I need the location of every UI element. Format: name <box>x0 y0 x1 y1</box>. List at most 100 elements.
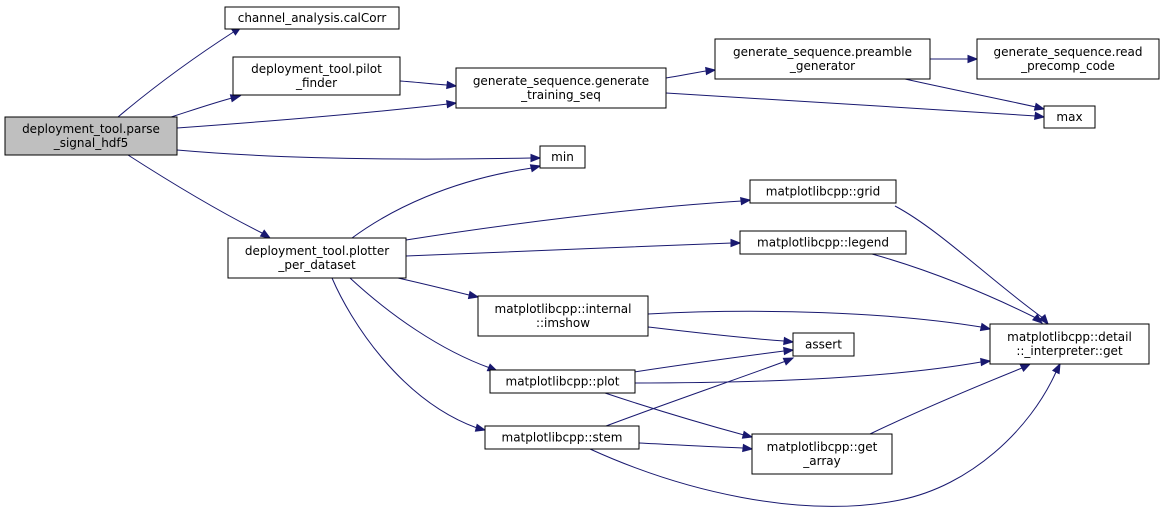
edge-line <box>904 78 1045 110</box>
node-label-line: _array <box>802 454 840 468</box>
edge-grid-to-interp <box>894 205 1049 326</box>
node-imshow[interactable]: matplotlibcpp::internal::imshow <box>477 295 649 337</box>
node-box[interactable] <box>976 38 1160 80</box>
arrowhead-icon <box>259 229 272 239</box>
node-box[interactable] <box>714 38 931 80</box>
edge-imshow-to-interp <box>647 310 992 332</box>
arrowhead-icon <box>229 94 242 103</box>
edge-line <box>397 277 479 298</box>
node-label-line: deployment_tool.plotter <box>245 244 389 258</box>
edge-line <box>405 199 751 241</box>
arrowhead-icon <box>782 357 795 366</box>
node-grid[interactable]: matplotlibcpp::grid <box>749 179 897 204</box>
node-box[interactable] <box>224 6 400 30</box>
node-box[interactable] <box>1043 105 1096 129</box>
arrowhead-icon <box>1051 362 1061 375</box>
edge-line <box>869 363 1031 435</box>
node-box[interactable] <box>751 433 893 475</box>
node-box[interactable] <box>232 56 401 96</box>
edge-parse-to-gentrain <box>176 99 458 129</box>
edge-preamble-to-max <box>904 78 1046 111</box>
node-legend[interactable]: matplotlibcpp::legend <box>739 230 907 255</box>
node-label-line: _per_dataset <box>277 258 356 272</box>
edge-line <box>665 92 1045 118</box>
node-label-line: matplotlibcpp::legend <box>757 236 889 250</box>
node-label-line: deployment_tool.pilot <box>251 62 382 76</box>
edge-line <box>871 253 1043 324</box>
node-preamble[interactable]: generate_sequence.preamble_generator <box>714 38 931 80</box>
edge-plot-to-assert <box>633 346 795 373</box>
node-box[interactable] <box>4 116 178 156</box>
arrowhead-icon <box>1033 102 1046 111</box>
node-label-line: matplotlibcpp::stem <box>502 431 623 445</box>
node-label-line: _training_seq <box>520 88 601 102</box>
node-pilot[interactable]: deployment_tool.pilot_finder <box>232 56 401 96</box>
arrowhead-icon <box>783 346 795 356</box>
edge-line <box>127 154 271 239</box>
node-box[interactable] <box>455 67 667 109</box>
edge-getarray-to-interp <box>869 363 1032 435</box>
edge-legend-to-interp <box>871 253 1044 324</box>
node-label-line: generate_sequence.generate <box>473 74 649 88</box>
edge-plotter-to-stem <box>331 277 487 432</box>
node-label-line: _generator <box>789 59 855 73</box>
node-calCorr[interactable]: channel_analysis.calCorr <box>224 6 400 30</box>
edge-line <box>351 165 541 239</box>
arrowhead-icon <box>529 164 542 173</box>
node-box[interactable] <box>477 295 649 337</box>
node-box[interactable] <box>484 425 640 450</box>
arrowhead-icon <box>1019 363 1032 373</box>
node-label-line: min <box>551 150 574 164</box>
node-label-line: _signal_hdf5 <box>53 136 129 150</box>
arrowhead-icon <box>530 153 542 163</box>
node-interp[interactable]: matplotlibcpp::detail::_interpreter::get <box>989 323 1150 365</box>
edge-line <box>349 277 498 372</box>
edge-plotter-to-grid <box>405 196 752 241</box>
node-plotter[interactable]: deployment_tool.plotter_per_dataset <box>227 237 407 279</box>
node-max[interactable]: max <box>1043 105 1096 129</box>
node-box[interactable] <box>989 323 1150 365</box>
node-box[interactable] <box>749 179 897 204</box>
node-getarray[interactable]: matplotlibcpp::get_array <box>751 433 893 475</box>
node-stem[interactable]: matplotlibcpp::stem <box>484 425 640 450</box>
edge-line <box>176 102 457 129</box>
arrowhead-icon <box>446 99 458 109</box>
node-label-line: matplotlibcpp::grid <box>766 185 880 199</box>
node-gentrain[interactable]: generate_sequence.generate_training_seq <box>455 67 667 109</box>
node-box[interactable] <box>539 145 586 169</box>
edge-line <box>405 242 740 257</box>
node-label-line: _precomp_code <box>1020 59 1115 73</box>
node-label-line: ::_interpreter::get <box>1016 344 1123 358</box>
node-readpre[interactable]: generate_sequence.read_precomp_code <box>976 38 1160 80</box>
edge-plotter-to-min <box>351 164 542 239</box>
edge-plotter-to-legend <box>405 238 742 257</box>
edge-line <box>638 442 753 450</box>
node-assert[interactable]: assert <box>792 332 855 357</box>
arrowhead-icon <box>980 357 992 367</box>
node-plot[interactable]: matplotlibcpp::plot <box>489 369 636 394</box>
edge-gentrain-to-preamble <box>665 66 717 79</box>
arrowhead-icon <box>474 423 487 432</box>
edge-plotter-to-imshow <box>397 277 480 300</box>
node-label-line: ::imshow <box>536 316 590 330</box>
edge-parse-to-calCorr <box>117 26 243 118</box>
edge-line <box>604 392 753 438</box>
arrowhead-icon <box>446 80 458 90</box>
edge-line <box>589 363 1061 507</box>
node-min[interactable]: min <box>539 145 586 169</box>
node-box[interactable] <box>227 237 407 279</box>
node-parse[interactable]: deployment_tool.parse_signal_hdf5 <box>4 116 178 156</box>
node-box[interactable] <box>739 230 907 255</box>
arrowhead-icon <box>783 336 795 346</box>
edge-parse-to-pilot <box>167 94 242 119</box>
edge-line <box>167 95 241 119</box>
edges-layer <box>117 26 1061 507</box>
arrowhead-icon <box>1031 313 1044 324</box>
edge-parse-to-min <box>176 149 542 163</box>
edge-line <box>634 360 991 384</box>
node-box[interactable] <box>489 369 636 394</box>
node-label-line: assert <box>805 338 842 352</box>
node-box[interactable] <box>792 332 855 357</box>
arrowhead-icon <box>730 238 742 248</box>
